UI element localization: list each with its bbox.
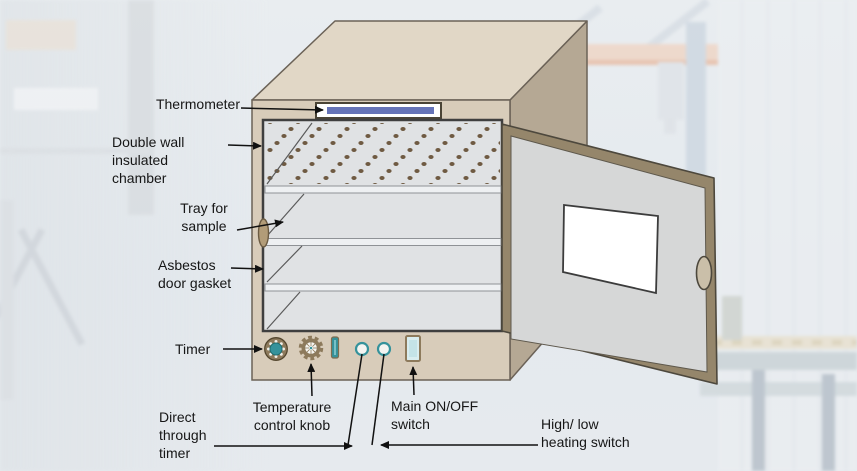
oven-door-open [501,123,718,385]
door-window [562,203,659,295]
leader-high-low [371,353,385,446]
timer-knob [264,337,288,361]
main-on-off-switch [405,335,421,362]
arrow-thermometer [240,105,324,114]
direct-through-timer-button [354,341,370,357]
control-panel [264,335,421,362]
bg-conveyor-rollers [692,340,857,345]
label-direct-through-timer: Direct through timer [159,409,207,461]
bg-conveyor-leg [822,374,835,471]
arrow-double-wall [227,141,262,150]
bg-left-box [6,20,76,50]
bg-conveyor-band [700,382,857,396]
indicator-light [330,336,340,359]
label-asbestos-door-gasket: Asbestos door gasket [158,257,232,291]
bg-crane-hoist [658,62,684,120]
label-timer: Timer [175,341,211,357]
perforated-tray [266,123,500,184]
door-hinge [257,218,270,248]
arrow-main-switch [409,366,418,396]
bg-left-bar [14,88,98,110]
label-high-low-heating-switch: High/ low heating switch [541,416,630,450]
high-low-heating-button [376,341,392,357]
bg-conveyor-leg [752,370,765,471]
label-temperature-control-knob: Temperature control knob [252,399,332,433]
arrow-asbestos [230,264,264,273]
bg-column [686,22,706,178]
shelf-perspective-lines [266,122,313,330]
bg-left-post [128,0,154,215]
leader-direct-timer [347,353,363,446]
bg-conveyor-band [690,352,857,370]
thermometer-bar [327,107,434,114]
label-main-on-off-switch: Main ON/OFF switch [391,398,479,432]
arrow-tray [236,219,284,231]
oven-body [251,20,588,381]
annotation-arrows [214,105,538,450]
bg-left-hline [0,148,150,154]
door-handle [695,255,713,291]
bg-machine [722,296,742,340]
temperature-knob [298,335,324,361]
label-thermometer: Thermometer [155,96,240,112]
arrow-temperature [307,363,316,397]
label-tray-for-sample: Tray for sample [180,200,228,234]
bg-crane-hook [664,118,676,134]
label-double-wall-insulated-chamber: Double wall insulated chamber [112,134,185,186]
bg-left-leg [0,200,14,400]
